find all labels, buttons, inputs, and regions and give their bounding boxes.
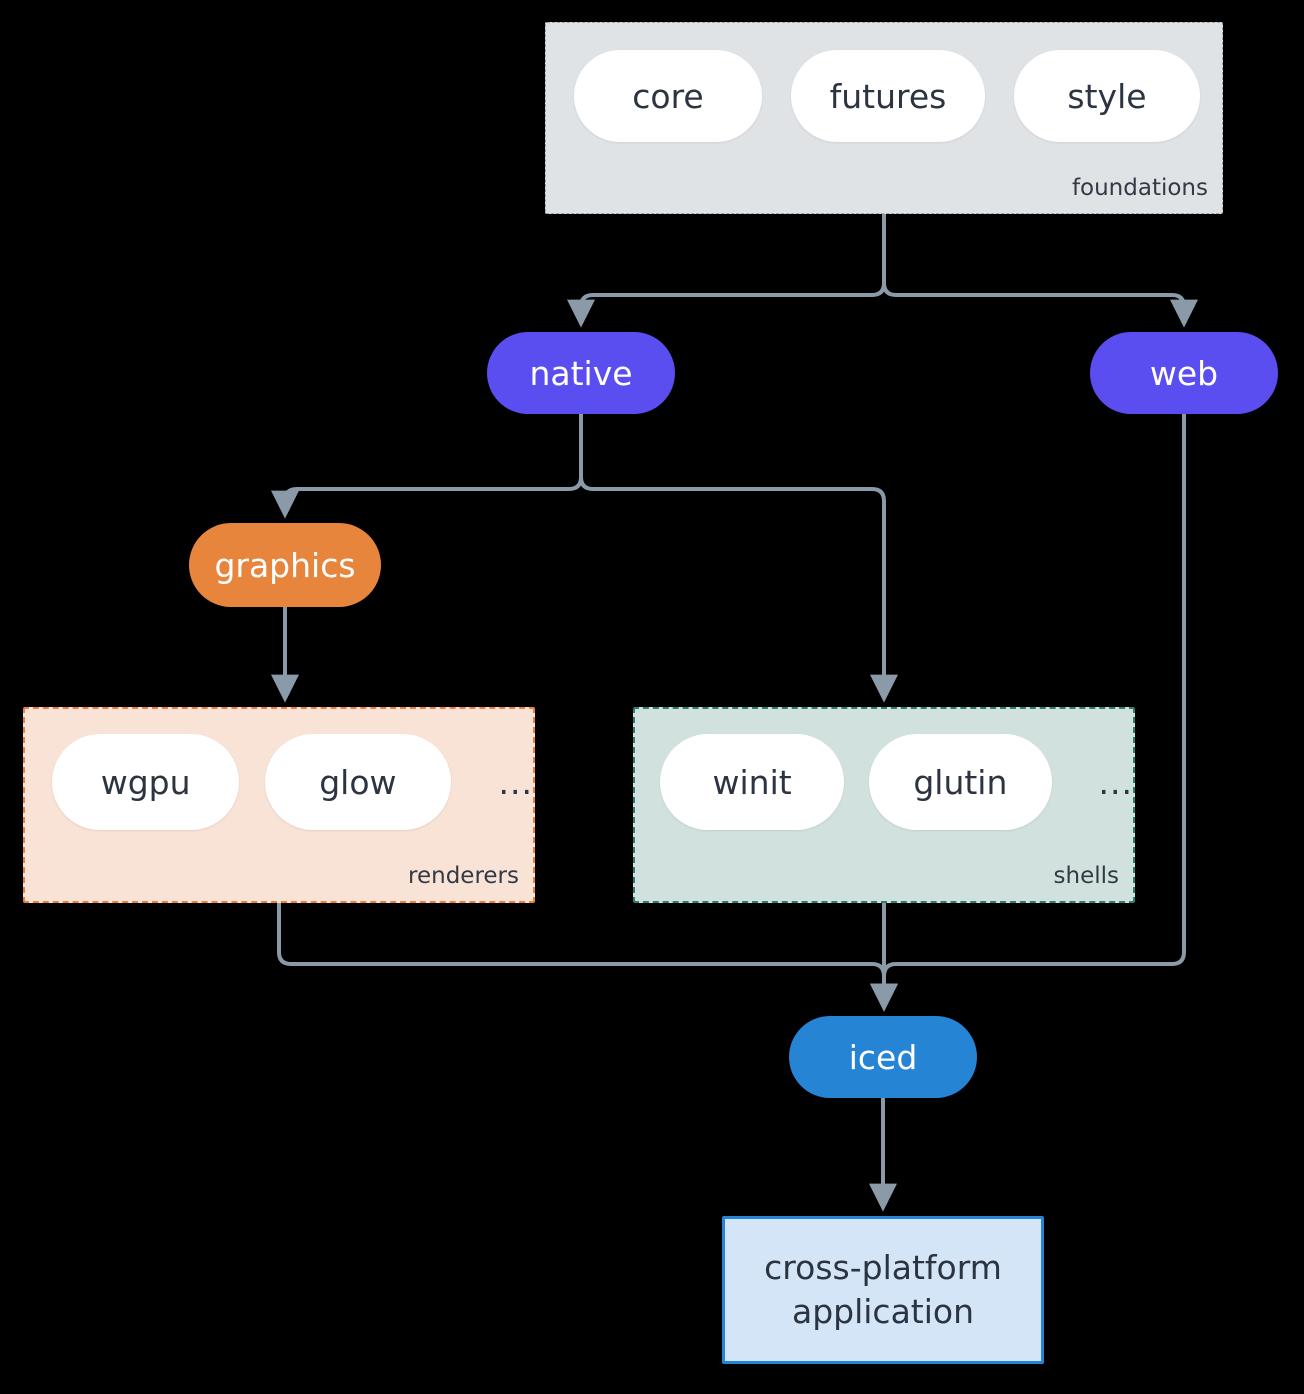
edge-native-graphics [271,414,583,519]
application-label-line2: application [791,1292,975,1331]
node-wgpu[interactable]: wgpu [52,734,240,830]
node-iced[interactable]: iced [789,1016,977,1098]
shells-ellipsis: ... [1098,762,1133,802]
node-graphics[interactable]: graphics [189,523,381,607]
node-style[interactable]: style [1014,50,1200,142]
renderers-ellipsis: ... [498,762,533,802]
node-core[interactable]: core [574,50,762,142]
node-futures[interactable]: futures [791,50,985,142]
cluster-renderers: wgpu glow ... renderers [23,707,535,903]
cluster-shells-body: winit glutin ... [635,709,1133,830]
node-glow[interactable]: glow [265,734,451,830]
cluster-foundations: core futures style foundations [545,22,1223,214]
cluster-shells: winit glutin ... shells [633,707,1135,903]
node-winit[interactable]: winit [660,734,845,830]
cluster-renderers-body: wgpu glow ... [25,709,533,830]
edge-renderers-iced [277,903,898,1012]
node-web[interactable]: web [1090,332,1278,414]
cluster-foundations-label: foundations [1071,175,1208,201]
cluster-foundations-body: core futures style [546,23,1222,142]
cluster-shells-label: shells [1053,863,1119,889]
node-glutin[interactable]: glutin [869,734,1052,830]
edge-foundations-web [882,214,1198,328]
cluster-renderers-label: renderers [408,863,519,889]
node-native[interactable]: native [487,332,675,414]
edge-foundations-native [567,214,886,328]
node-cross-platform-application[interactable]: cross-platform application [722,1216,1044,1364]
edge-native-shells [579,414,898,703]
application-label-line1: cross-platform [764,1248,1002,1288]
